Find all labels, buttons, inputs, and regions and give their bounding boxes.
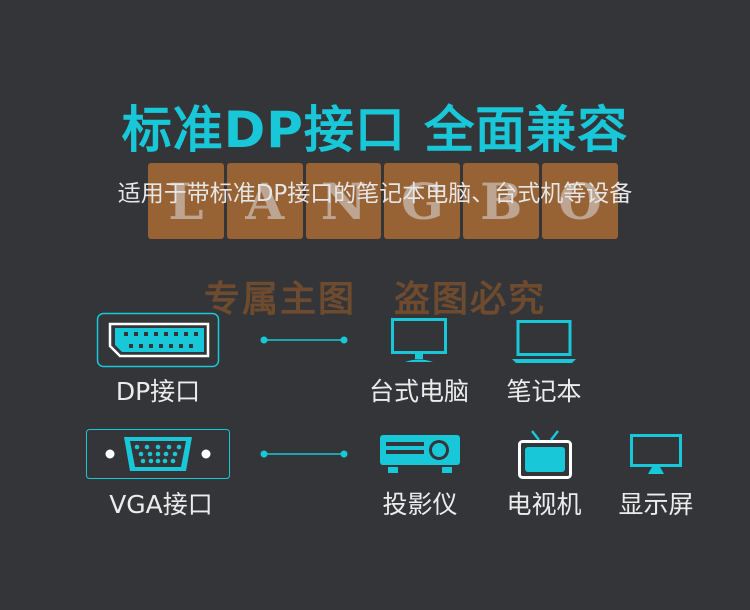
watermark-text: 专属主图 盗图必究 <box>203 278 546 320</box>
watermark-letter: A <box>226 163 303 239</box>
displayport-connector-icon <box>96 312 220 368</box>
device-label-laptop: 笔记本 <box>506 377 582 406</box>
watermark-letter: L <box>148 163 224 239</box>
projector-icon <box>380 435 460 473</box>
device-label-tv: 电视机 <box>506 490 582 519</box>
laptop-icon <box>512 320 576 363</box>
display-icon <box>630 434 682 474</box>
watermark-letter: B <box>463 163 540 239</box>
tv-icon <box>518 430 572 479</box>
desktop-monitor-icon <box>391 318 447 362</box>
device-label-desktop: 台式电脑 <box>368 377 469 406</box>
dp-port-label: DP接口 <box>115 377 201 406</box>
watermark-letter: O <box>542 163 618 239</box>
headline: 标准DP接口 全面兼容 <box>121 101 629 159</box>
watermark-letter: G <box>384 163 461 239</box>
device-label-display: 显示屏 <box>618 490 694 519</box>
vga-port-label: VGA接口 <box>109 490 213 519</box>
subtitle: 适用于带标准DP接口的笔记本电脑、台式机等设备 <box>117 181 633 207</box>
watermark-letters: L A N G B O <box>148 163 618 239</box>
connector-line <box>260 450 348 458</box>
watermark-letter: N <box>305 163 382 239</box>
connector-line <box>260 336 348 344</box>
device-label-projector: 投影仪 <box>382 490 458 519</box>
vga-connector-icon <box>86 429 230 479</box>
